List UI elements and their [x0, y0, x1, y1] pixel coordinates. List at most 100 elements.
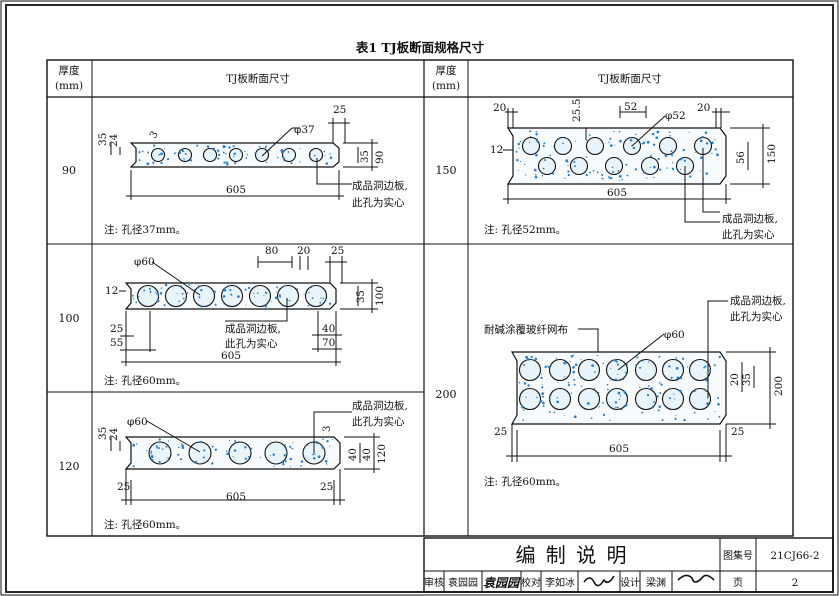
aggregate-speck — [258, 145, 261, 148]
aggregate-speck — [704, 389, 707, 392]
title-block: 编 制 说 明 图集号 21CJ66-2 审核 袁园园 袁园园 校对 李如冰 设… — [423, 537, 834, 593]
hollow-core — [521, 136, 541, 156]
dim-right-top-150: 20 — [697, 102, 710, 114]
aggregate-speck — [160, 161, 163, 165]
aggregate-speck — [707, 418, 709, 420]
aggregate-speck — [282, 463, 285, 466]
aggregate-speck — [147, 151, 150, 154]
aggregate-speck — [549, 398, 551, 401]
dim-right-b-100: 70 — [322, 337, 335, 349]
aggregate-speck — [289, 445, 292, 448]
aggregate-speck — [653, 401, 655, 403]
aggregate-speck — [714, 139, 716, 141]
design-label: 设计 — [620, 576, 640, 589]
hole-label-100: φ60 — [134, 256, 155, 268]
aggregate-speck — [705, 142, 709, 145]
thickness-150: 150 — [436, 164, 457, 177]
aggregate-speck — [225, 153, 227, 155]
hollow-core — [537, 156, 557, 176]
aggregate-speck — [610, 144, 613, 147]
aggregate-speck — [314, 453, 316, 455]
aggregate-speck — [244, 457, 247, 460]
aggregate-speck — [598, 405, 601, 408]
aggregate-speck — [132, 294, 134, 297]
callout-200-line2: 此孔为实心 — [730, 310, 783, 323]
aggregate-100 — [132, 283, 332, 308]
table-title: 表1 TJ板断面规格尺寸 — [355, 40, 485, 55]
aggregate-speck — [150, 450, 153, 453]
aggregate-speck — [265, 145, 268, 148]
aggregate-speck — [515, 150, 518, 153]
proofer-name: 李如冰 — [545, 576, 575, 589]
aggregate-speck — [715, 153, 717, 155]
aggregate-speck — [266, 161, 268, 164]
aggregate-speck — [307, 305, 310, 307]
aggregate-speck — [321, 446, 325, 449]
aggregate-speck — [284, 448, 287, 450]
aggregate-speck — [657, 409, 660, 412]
aggregate-speck — [135, 301, 138, 304]
aggregate-speck — [653, 176, 655, 179]
aggregate-speck — [325, 463, 328, 465]
aggregate-speck — [264, 147, 266, 149]
aggregate-speck — [319, 301, 322, 304]
hollow-core — [634, 358, 658, 382]
aggregate-speck — [549, 411, 551, 413]
aggregate-speck — [245, 304, 247, 306]
aggregate-speck — [287, 151, 290, 153]
aggregate-speck — [657, 157, 660, 161]
aggregate-speck — [617, 391, 621, 395]
aggregate-speck — [703, 367, 705, 369]
aggregate-speck — [312, 149, 314, 151]
aggregate-speck — [716, 153, 719, 157]
callout-150-line2: 此孔为实心 — [722, 228, 775, 241]
aggregate-speck — [197, 285, 200, 287]
leader-line — [702, 148, 720, 213]
aggregate-speck — [580, 376, 582, 379]
aggregate-speck — [317, 455, 321, 459]
aggregate-speck — [180, 443, 183, 445]
aggregate-speck — [158, 438, 161, 441]
aggregate-speck — [132, 444, 136, 447]
aggregate-speck — [622, 378, 625, 380]
hollow-core — [577, 387, 601, 411]
aggregate-speck — [282, 285, 284, 288]
aggregate-speck — [149, 290, 152, 293]
aggregate-speck — [634, 133, 637, 136]
leader-line — [578, 328, 599, 352]
aggregate-speck — [673, 398, 676, 400]
mesh-label-200: 耐碱涂覆玻纤网布 — [484, 323, 568, 336]
note-150: 注: 孔径52mm。 — [484, 223, 566, 236]
aggregate-speck — [284, 443, 286, 446]
aggregate-speck — [672, 169, 675, 171]
aggregate-speck — [525, 174, 527, 176]
aggregate-speck — [279, 295, 282, 298]
hollow-core — [308, 147, 324, 163]
aggregate-speck — [225, 161, 229, 164]
aggregate-speck — [202, 456, 205, 459]
aggregate-speck — [616, 363, 619, 366]
aggregate-speck — [651, 406, 655, 409]
dim-width-150: 605 — [607, 187, 627, 199]
title-block-frame — [423, 537, 834, 593]
dim-right-height-120: 120 — [376, 444, 388, 464]
designer-name: 梁渊 — [646, 576, 666, 589]
aggregate-speck — [550, 364, 553, 366]
aggregate-speck — [609, 137, 612, 140]
aggregate-speck — [606, 383, 609, 386]
aggregate-speck — [592, 169, 595, 172]
aggregate-speck — [650, 155, 652, 157]
aggregate-speck — [176, 293, 178, 295]
aggregate-speck — [668, 365, 671, 368]
aggregate-speck — [660, 383, 663, 386]
aggregate-speck — [324, 460, 328, 463]
aggregate-speck — [567, 170, 570, 173]
dim-bottom-left-120: 25 — [117, 481, 130, 493]
aggregate-speck — [717, 396, 720, 400]
aggregate-speck — [621, 178, 623, 181]
aggregate-speck — [700, 170, 702, 172]
aggregate-speck — [556, 397, 559, 399]
aggregate-speck — [666, 167, 668, 169]
hollow-core — [228, 147, 244, 163]
aggregate-speck — [585, 173, 588, 177]
